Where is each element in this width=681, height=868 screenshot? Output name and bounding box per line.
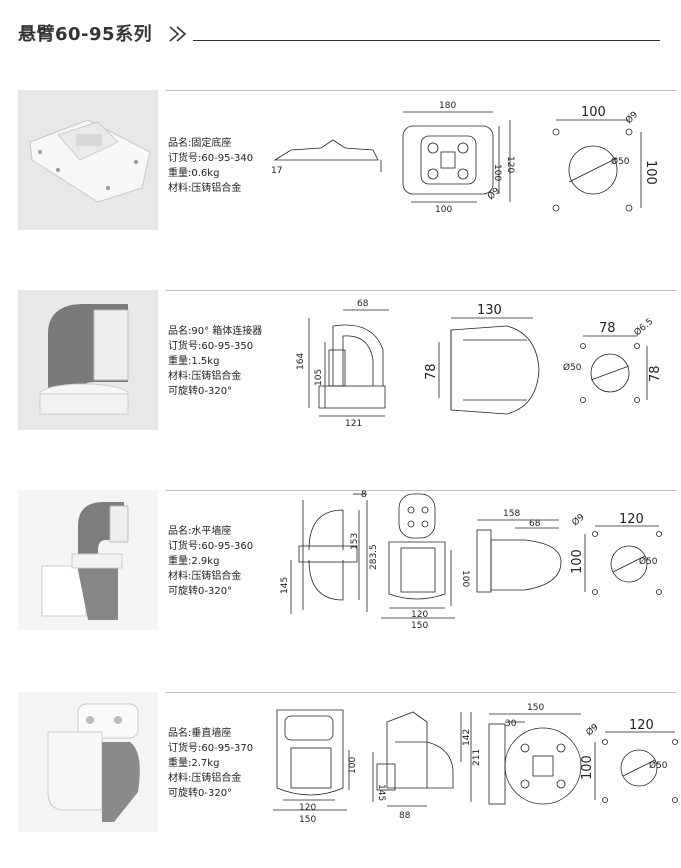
order-number: 订货号:60-95-360 [168,541,254,552]
rotation-range: 可旋转0-320° [168,386,233,397]
dim-diameter-label: Ø50 [611,156,630,167]
dim-width-label: 121 [345,419,362,429]
product-photo [18,90,158,230]
product-info: 品名:固定底座 订货号:60-95-340 重量:0.6kg 材料:压铸铝合金 [168,136,253,196]
product-row: 品名:水平墙座 订货号:60-95-360 重量:2.9kg 材料:压铸铝合金 … [18,490,676,631]
product-weight: 重量:2.7kg [168,758,220,769]
dim-width-label: 150 [299,815,316,825]
dim-spacing-label: 78 [648,365,663,382]
product-name: 品名:固定底座 [168,138,232,149]
dim-width-label: 158 [503,509,520,519]
dim-diameter-label: Ø9 [584,721,601,738]
product-row: 品名:90° 箱体连接器 订货号:60-95-350 重量:1.5kg 材料:压… [18,290,676,430]
row-divider [166,692,676,693]
dim-height-label: 145 [376,784,386,801]
dim-height-label: 100 [460,570,470,587]
dim-diameter-label: Ø50 [639,556,658,567]
dim-height-label: 120 [505,156,515,173]
double-chevron-icon [169,26,187,42]
dim-diameter-label: Ø6.5 [632,316,655,338]
technical-drawing: 17 180 100 120 100 Ø9 100 Ø9 Ø50 100 [271,101,658,215]
dim-height-label: 100 [348,757,358,774]
technical-drawing: 68 164 105 121 130 78 78 Ø6.5 Ø50 78 [296,299,663,429]
dim-height-label: 78 [424,363,439,380]
dim-diameter-label: Ø9 [485,185,502,202]
rotation-range: 可旋转0-320° [168,788,233,799]
dim-height-label: 145 [280,577,290,594]
dim-width-label: 180 [439,101,456,111]
product-material: 材料:压铸铝合金 [168,183,242,194]
dim-diameter-label: Ø50 [649,760,668,771]
product-weight: 重量:0.6kg [168,168,220,179]
dim-diameter-label: Ø9 [570,511,587,528]
dim-diameter-label: Ø50 [563,362,582,373]
dim-width-label: 30 [505,719,517,729]
product-name: 品名:90° 箱体连接器 [168,326,263,337]
dim-diameter-label: Ø9 [623,109,640,126]
product-material: 材料:压铸铝合金 [168,773,242,784]
dim-width-label: 68 [357,299,369,309]
dim-height-label: 153 [350,533,360,550]
rotation-range: 可旋转0-320° [168,586,233,597]
row-divider [166,490,676,491]
product-photo [18,490,158,630]
dim-width-label: 120 [299,803,316,813]
dim-height-label: 17 [271,166,282,176]
dim-height-label: 100 [492,164,502,181]
product-name: 品名:垂直墙座 [168,728,232,739]
dim-depth-label: 8 [361,490,367,500]
product-photo [18,290,158,430]
product-weight: 重量:2.9kg [168,556,220,567]
product-row: 品名:垂直墙座 订货号:60-95-370 重量:2.7kg 材料:压铸铝合金 … [18,692,678,832]
technical-drawing: 8 153 283.5 145 120 150 100 158 68 Ø9 12… [280,490,662,631]
dim-width-label: 100 [435,205,452,215]
dim-spacing-label: 120 [619,512,644,527]
dim-spacing-label: 120 [629,718,654,733]
dim-spacing-label: 78 [599,321,616,336]
product-name: 品名:水平墙座 [168,526,232,537]
product-info: 品名:水平墙座 订货号:60-95-360 重量:2.9kg 材料:压铸铝合金 … [168,524,253,599]
dim-spacing-label: 100 [581,105,606,120]
dim-width-label: 150 [411,621,428,631]
technical-drawing: 100 120 150 145 88 142 211 150 30 Ø9 120… [273,703,678,825]
dim-height-label: 105 [314,369,324,386]
order-number: 订货号:60-95-350 [168,341,254,352]
dim-width-label: 150 [527,703,544,713]
row-divider [166,290,676,291]
dim-spacing-label: 100 [570,549,585,574]
header-rule [193,40,660,41]
order-number: 订货号:60-95-340 [168,153,254,164]
product-material: 材料:压铸铝合金 [168,371,242,382]
product-row: 品名:固定底座 订货号:60-95-340 重量:0.6kg 材料:压铸铝合金 [18,90,676,230]
page-header: 悬臂60-95系列 [18,20,660,50]
dim-height-label: 142 [462,729,472,746]
dim-width-label: 130 [477,303,502,318]
product-photo [18,692,158,832]
dim-spacing-label: 100 [580,755,595,780]
page-title: 悬臂60-95系列 [18,24,153,45]
dim-width-label: 68 [529,519,541,529]
dim-spacing-label: 100 [643,160,658,185]
row-divider [166,90,676,91]
product-info: 品名:垂直墙座 订货号:60-95-370 重量:2.7kg 材料:压铸铝合金 … [168,726,253,801]
product-weight: 重量:1.5kg [168,356,220,367]
dim-height-label: 164 [296,353,306,370]
order-number: 订货号:60-95-370 [168,743,254,754]
dim-width-label: 120 [411,610,428,620]
dim-height-label: 283.5 [369,544,379,570]
dim-height-label: 211 [472,749,482,766]
dim-width-label: 88 [399,811,411,821]
product-material: 材料:压铸铝合金 [168,571,242,582]
product-info: 品名:90° 箱体连接器 订货号:60-95-350 重量:1.5kg 材料:压… [168,324,262,399]
